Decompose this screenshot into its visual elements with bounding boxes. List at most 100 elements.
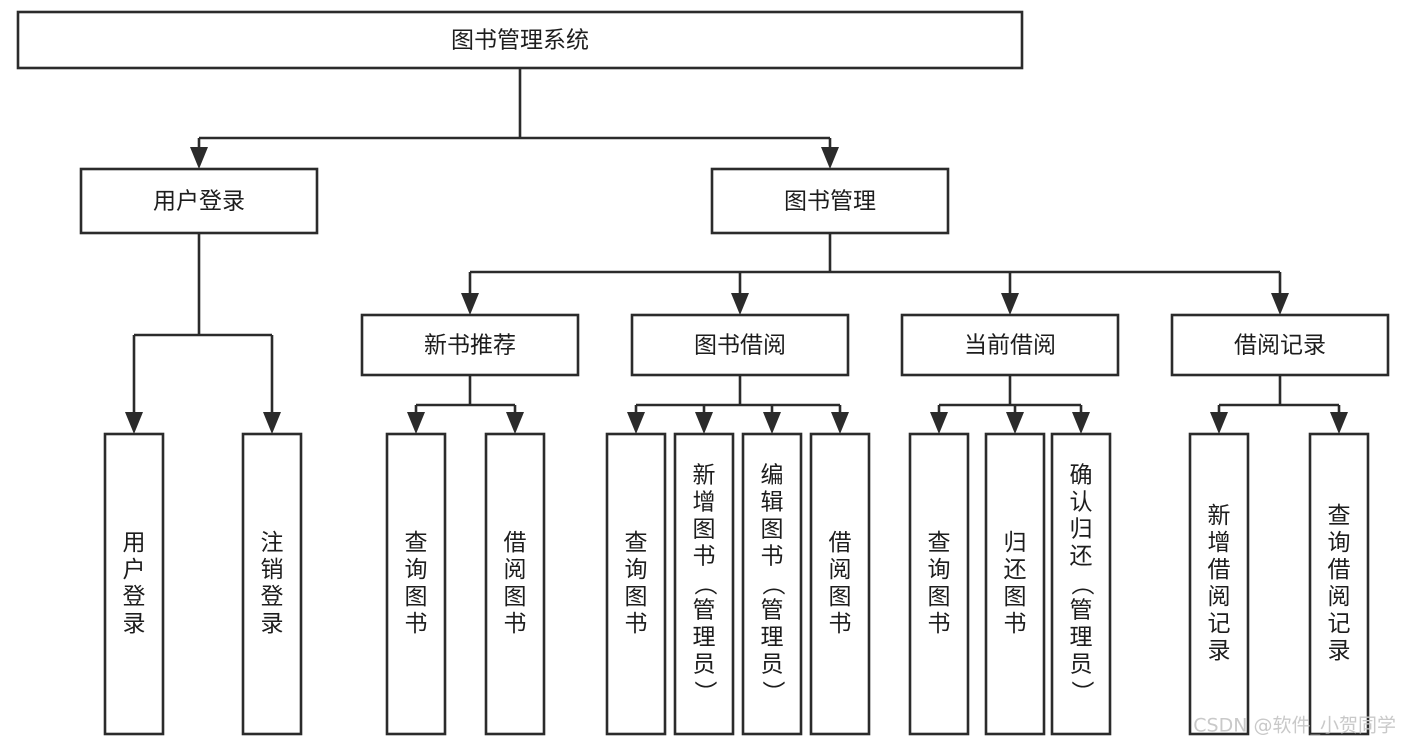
node-root-system-box[interactable] [16, 10, 1024, 70]
node-borrow-record[interactable]: 借阅记录 [1170, 313, 1390, 377]
node-book-borrow[interactable]: 图书借阅 [630, 313, 850, 377]
node-borrow-record-box[interactable] [1170, 313, 1390, 377]
node-leaf-query-record-label-char: 询 [1328, 530, 1351, 556]
node-book-manage[interactable]: 图书管理 [710, 167, 950, 235]
node-leaf-add-book-label-char: 理 [693, 625, 716, 651]
node-borrow-record-label: 借阅记录 [1234, 333, 1326, 359]
node-leaf-add-book-label-char: 书 [693, 544, 716, 570]
node-leaf-edit-book-label-char: ） [760, 681, 786, 704]
node-leaf-query-book-3-label-char: 书 [928, 611, 951, 637]
node-new-book-recommend-box[interactable] [360, 313, 580, 377]
node-leaf-borrow-book-1-label-char: 借 [504, 530, 527, 556]
node-leaf-add-book-label-char: 新 [693, 463, 716, 489]
node-new-book-recommend[interactable]: 新书推荐 [360, 313, 580, 377]
arrow-head-icon [1210, 412, 1228, 434]
node-user-login-label: 用户登录 [153, 189, 245, 215]
node-leaf-return-book-box[interactable] [984, 432, 1046, 736]
node-leaf-user-login-label-char: 录 [123, 611, 146, 637]
node-book-manage-box[interactable] [710, 167, 950, 235]
arrow-head-icon [1330, 412, 1348, 434]
node-leaf-query-book-1-label-char: 询 [405, 557, 428, 583]
arrow-head-icon [1001, 293, 1019, 315]
node-leaf-add-record-box[interactable] [1188, 432, 1250, 736]
node-leaf-add-record-label-char: 记 [1208, 611, 1231, 637]
node-leaf-borrow-book-1-label-char: 图 [504, 584, 527, 610]
node-leaf-add-book-label-char: 增 [693, 490, 716, 516]
arrow-head-icon [461, 293, 479, 315]
node-root-system[interactable]: 图书管理系统 [16, 10, 1024, 70]
arrow-head-icon [125, 412, 143, 434]
node-leaf-edit-book-label-char: 员 [761, 652, 784, 678]
node-leaf-confirm-return-label-char: （ [1069, 573, 1095, 596]
node-leaf-edit-book-label-char: 管 [761, 598, 784, 624]
node-leaf-confirm-return-label-char: 员 [1070, 652, 1093, 678]
node-leaf-user-logout-label-char: 销 [261, 557, 284, 583]
node-leaf-query-record-box[interactable] [1308, 432, 1370, 736]
node-leaf-user-login-label-char: 用 [123, 530, 146, 556]
node-leaf-edit-book-label-char: 图 [761, 517, 784, 543]
node-leaf-return-book-label-char: 还 [1004, 557, 1027, 583]
node-leaf-confirm-return-box[interactable] [1050, 432, 1112, 736]
arrow-head-icon [930, 412, 948, 434]
node-leaf-borrow-book-1-label-char: 书 [504, 611, 527, 637]
node-leaf-borrow-book-2-box[interactable] [809, 432, 871, 736]
node-current-borrow[interactable]: 当前借阅 [900, 313, 1120, 377]
node-leaf-add-record-label-char: 借 [1208, 557, 1231, 583]
node-leaf-user-logout-box[interactable] [241, 432, 303, 736]
node-leaf-add-record-label-char: 阅 [1208, 584, 1231, 610]
node-leaf-add-book-label-char: （ [692, 573, 718, 596]
node-leaf-edit-book-label-char: （ [760, 573, 786, 596]
arrow-head-icon [190, 147, 208, 169]
node-leaf-return-book-label-char: 归 [1004, 530, 1027, 556]
csdn-watermark: CSDN @软件_小贺同学 [1193, 715, 1396, 737]
node-leaf-query-book-3-box[interactable] [908, 432, 970, 736]
node-leaf-query-book-2-label-char: 书 [625, 611, 648, 637]
node-user-login-box[interactable] [79, 167, 319, 235]
node-layer: 图书管理系统用户登录图书管理新书推荐图书借阅当前借阅借阅记录用户登录注销登录查询… [16, 10, 1390, 736]
node-leaf-user-logout-label-char: 录 [261, 611, 284, 637]
node-leaf-query-book-2-label-char: 询 [625, 557, 648, 583]
node-leaf-borrow-book-2-label-char: 借 [829, 530, 852, 556]
node-leaf-confirm-return-label-char: 归 [1070, 517, 1093, 543]
node-leaf-edit-book-box[interactable] [741, 432, 803, 736]
node-root-system-label: 图书管理系统 [451, 28, 589, 54]
node-leaf-query-book-1-box[interactable] [385, 432, 447, 736]
node-leaf-add-record-label-char: 增 [1208, 530, 1231, 556]
node-leaf-query-record-label-char: 借 [1328, 557, 1351, 583]
node-leaf-user-login-box[interactable] [103, 432, 165, 736]
node-leaf-query-book-1-label-char: 查 [405, 530, 428, 556]
node-current-borrow-box[interactable] [900, 313, 1120, 377]
node-leaf-add-book-box[interactable] [673, 432, 735, 736]
node-leaf-query-book-2-box[interactable] [605, 432, 667, 736]
node-leaf-borrow-book-2-label-char: 阅 [829, 557, 852, 583]
node-book-borrow-box[interactable] [630, 313, 850, 377]
node-leaf-confirm-return-label-char: 认 [1070, 490, 1093, 516]
node-leaf-query-record-label-char: 录 [1328, 638, 1351, 664]
connector-layer [125, 68, 1348, 434]
node-leaf-edit-book-label-char: 辑 [761, 490, 784, 516]
arrow-head-icon [1006, 412, 1024, 434]
node-leaf-confirm-return-label-char: 确 [1070, 463, 1093, 489]
arrow-head-icon [263, 412, 281, 434]
arrow-head-icon [821, 147, 839, 169]
node-leaf-borrow-book-1-box[interactable] [484, 432, 546, 736]
node-leaf-query-book-2-label-char: 图 [625, 584, 648, 610]
node-leaf-query-book-1-label-char: 图 [405, 584, 428, 610]
node-user-login[interactable]: 用户登录 [79, 167, 319, 235]
node-leaf-query-book-3-label-char: 询 [928, 557, 951, 583]
arrow-head-icon [407, 412, 425, 434]
node-leaf-user-login[interactable]: 用户登录 [103, 432, 165, 736]
node-leaf-add-record-label-char: 新 [1208, 503, 1231, 529]
